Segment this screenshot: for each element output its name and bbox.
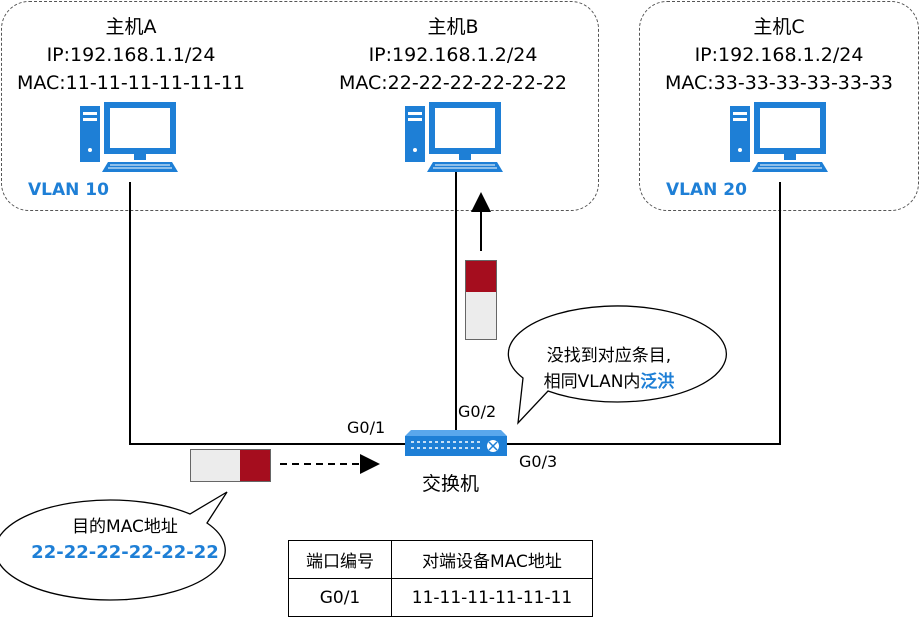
vlan10-label: VLAN 10 bbox=[28, 180, 109, 200]
table-row: G0/1 11-11-11-11-11-11 bbox=[288, 578, 593, 617]
network-switch-icon bbox=[405, 430, 507, 456]
flood-callout-text: 没找到对应条目, 相同VLAN内泛洪 bbox=[500, 343, 718, 395]
host-a-name: 主机A bbox=[105, 16, 157, 38]
flood-callout-prefix: 相同VLAN内 bbox=[543, 372, 641, 392]
host-c-ip: IP:192.168.1.2/24 bbox=[694, 44, 864, 66]
flood-callout-emph: 泛洪 bbox=[640, 372, 675, 392]
table-header-port: 端口编号 bbox=[288, 540, 392, 579]
flood-callout-line1: 没找到对应条目, bbox=[546, 346, 672, 366]
host-a-mac: MAC:11-11-11-11-11-11 bbox=[16, 72, 246, 94]
host-c-name: 主机C bbox=[753, 16, 805, 38]
table-header-mac: 对端设备MAC地址 bbox=[391, 540, 593, 579]
frame-header bbox=[240, 450, 270, 481]
dest-mac-callout-bubble bbox=[0, 491, 228, 601]
table-cell-mac: 11-11-11-11-11-11 bbox=[391, 578, 593, 617]
link-host-a bbox=[129, 182, 405, 445]
vlan10-region bbox=[1, 1, 599, 211]
table-header-row: 端口编号 对端设备MAC地址 bbox=[288, 540, 593, 579]
vlan20-label: VLAN 20 bbox=[666, 180, 747, 200]
link-host-c bbox=[505, 182, 781, 445]
desktop-computer-icon bbox=[80, 102, 178, 172]
port-g0-1-label: G0/1 bbox=[347, 418, 386, 437]
flooded-frame bbox=[465, 260, 497, 340]
switch-label: 交换机 bbox=[422, 473, 480, 495]
port-g0-2-label: G0/2 bbox=[458, 402, 497, 421]
flood-callout-line2: 相同VLAN内泛洪 bbox=[500, 369, 718, 395]
incoming-frame bbox=[190, 449, 271, 482]
table-cell-port: G0/1 bbox=[288, 578, 392, 617]
host-b-ip: IP:192.168.1.2/24 bbox=[368, 44, 538, 66]
host-b-mac: MAC:22-22-22-22-22-22 bbox=[338, 72, 568, 94]
host-a-label: 主机A IP:192.168.1.1/24 MAC:11-11-11-11-11… bbox=[0, 13, 262, 97]
dest-mac-callout-text: 目的MAC地址 22-22-22-22-22-22 bbox=[10, 514, 240, 566]
host-c-label: 主机C IP:192.168.1.2/24 MAC:33-33-33-33-33… bbox=[648, 13, 910, 97]
desktop-computer-icon bbox=[730, 102, 828, 172]
desktop-computer-icon bbox=[405, 102, 503, 172]
mac-address-table: 端口编号 对端设备MAC地址 G0/1 11-11-11-11-11-11 bbox=[288, 540, 593, 617]
host-b-name: 主机B bbox=[427, 16, 479, 38]
flood-callout-bubble bbox=[507, 305, 727, 425]
port-g0-3-label: G0/3 bbox=[519, 452, 558, 471]
dest-mac-callout-line2: 22-22-22-22-22-22 bbox=[31, 542, 219, 563]
host-c-mac: MAC:33-33-33-33-33-33 bbox=[664, 72, 894, 94]
host-a-ip: IP:192.168.1.1/24 bbox=[46, 44, 216, 66]
dest-mac-callout-line1: 目的MAC地址 bbox=[72, 517, 178, 537]
frame-header bbox=[466, 261, 496, 292]
host-b-label: 主机B IP:192.168.1.2/24 MAC:22-22-22-22-22… bbox=[322, 13, 584, 97]
